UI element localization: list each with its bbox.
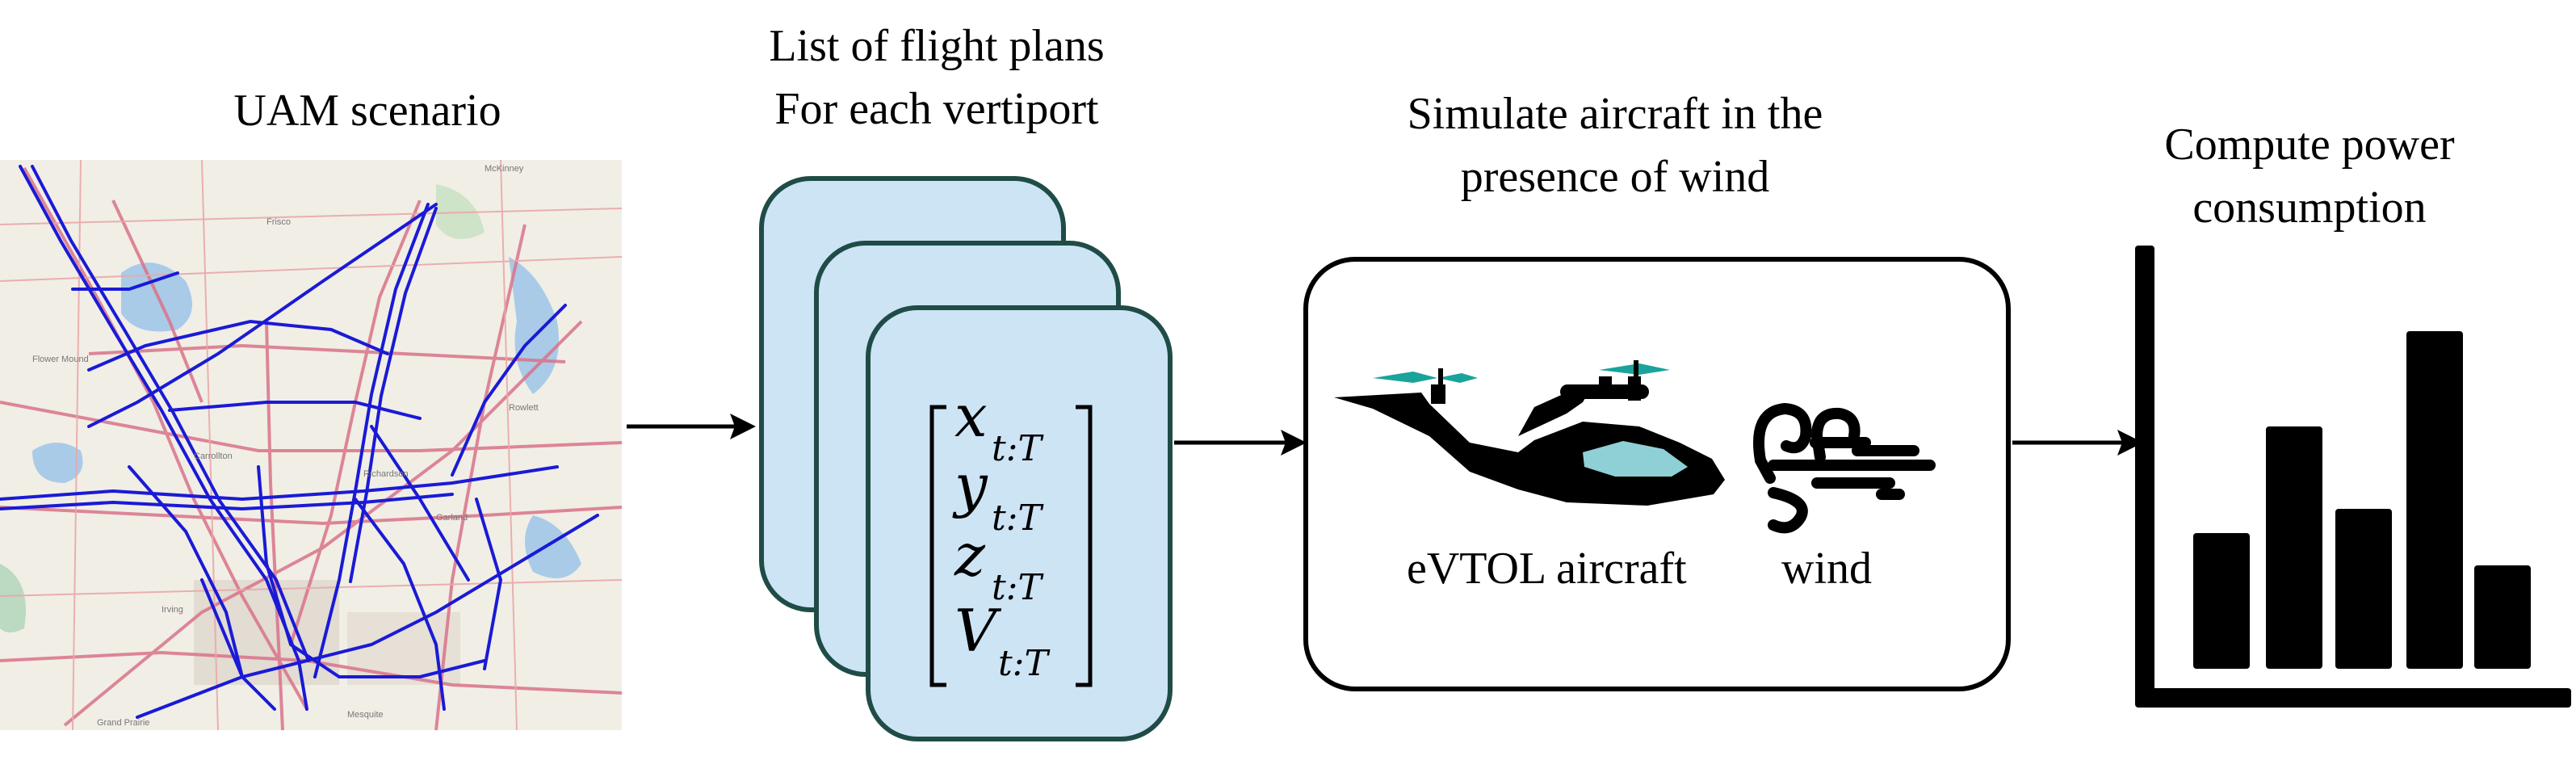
svg-text:Flower Mound: Flower Mound	[32, 355, 89, 364]
power-chart-x-axis	[2135, 688, 2571, 708]
simulation-box	[1303, 257, 2011, 691]
power-bar-1	[2193, 533, 2250, 669]
power-title-line2: consumption	[2192, 183, 2427, 233]
simulation-title-line1: Simulate aircraft in the	[1407, 89, 1823, 139]
svg-text:Grand Prairie: Grand Prairie	[97, 718, 149, 728]
flight-plans-title-line1: List of flight plans	[769, 21, 1105, 71]
svg-text:Rowlett: Rowlett	[509, 403, 539, 413]
simulation-title: Simulate aircraft in the presence of win…	[1324, 82, 1906, 208]
svg-text:Mesquite: Mesquite	[347, 710, 384, 720]
svg-text:McKinney: McKinney	[485, 164, 524, 174]
flight-plans-title: List of flight plans For each vertiport	[694, 15, 1179, 141]
svg-text:Frisco: Frisco	[266, 217, 291, 227]
power-bar-3	[2335, 509, 2392, 669]
power-bar-4	[2406, 331, 2463, 669]
svg-text:Carrollton: Carrollton	[194, 452, 233, 461]
simulation-title-line2: presence of wind	[1460, 152, 1770, 202]
flight-plan-card-front	[866, 305, 1173, 741]
power-bar-2	[2266, 426, 2322, 669]
svg-text:Richardson: Richardson	[363, 469, 409, 479]
power-title: Compute power consumption	[2091, 113, 2528, 239]
scenario-title: UAM scenario	[233, 86, 501, 136]
svg-text:Irving: Irving	[162, 605, 183, 615]
power-chart-y-axis	[2135, 246, 2154, 706]
power-title-line1: Compute power	[2164, 120, 2455, 170]
power-bar-5	[2474, 565, 2531, 669]
flight-plans-title-line2: For each vertiport	[774, 84, 1099, 134]
svg-text:Garland: Garland	[436, 513, 468, 523]
